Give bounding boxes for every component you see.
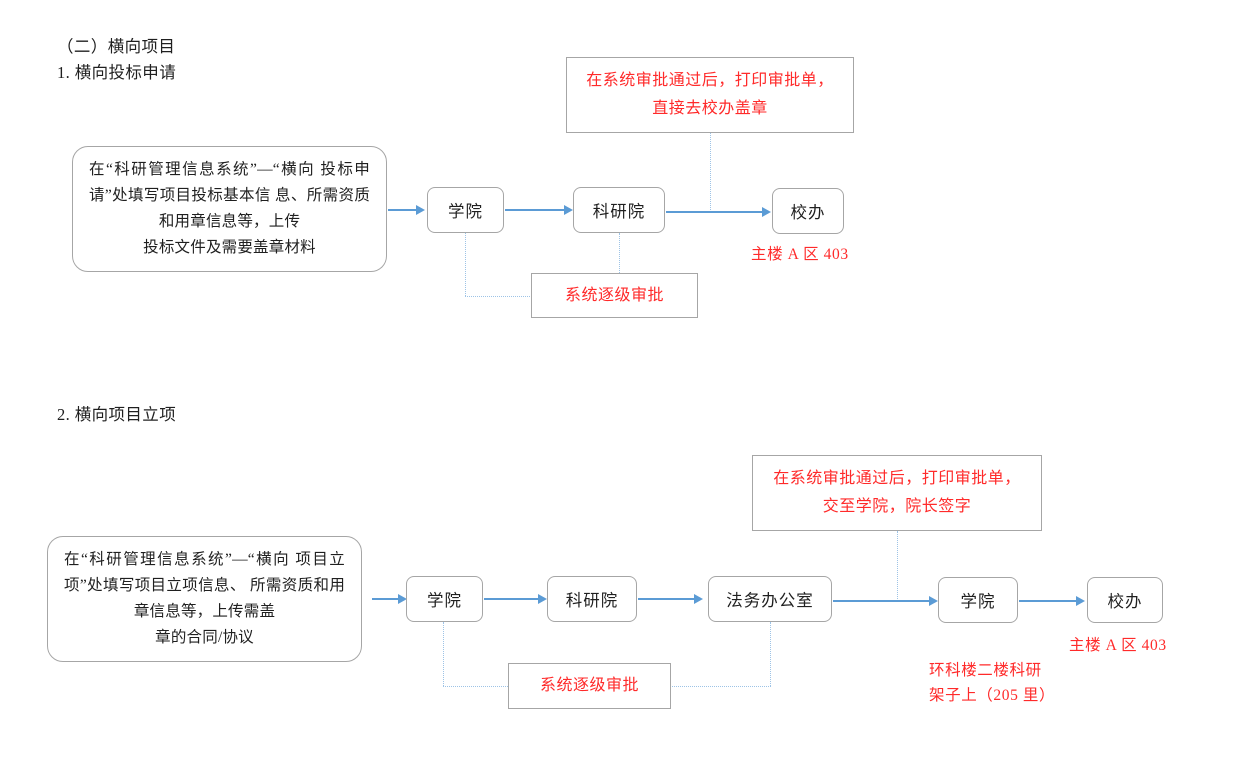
section-heading: （二）横向项目 bbox=[57, 37, 176, 56]
annotation-box-print-approval-2: 在系统审批通过后，打印审批单， 交至学院，院长签字 bbox=[752, 455, 1042, 531]
arrow-head-college-to-research-2 bbox=[538, 593, 547, 604]
flow-node-label: 科研院 bbox=[592, 202, 646, 221]
shelf-label-line-1: 环科楼二楼科研 bbox=[929, 662, 1042, 679]
capsule-line-4: 章的合同/协议 bbox=[155, 629, 254, 646]
flow-node-research-institute-1[interactable]: 科研院 bbox=[573, 187, 665, 233]
arrow-head-capsule-to-college-1 bbox=[416, 204, 425, 215]
flow-node-label: 科研院 bbox=[565, 591, 619, 610]
subsection-title-2: 2. 横向项目立项 bbox=[57, 405, 177, 424]
annotation-box-print-approval-1: 在系统审批通过后，打印审批单， 直接去校办盖章 bbox=[566, 57, 854, 133]
annotation-line-1: 在系统审批通过后，打印审批单， bbox=[586, 72, 834, 89]
capsule-line-2: 投标申请”处填写项目投标基本信 bbox=[89, 161, 370, 204]
flow-node-label: 学院 bbox=[427, 591, 462, 610]
dotted-college-right-2 bbox=[443, 686, 508, 687]
arrow-capsule-to-college-2 bbox=[372, 598, 400, 600]
dotted-legal-down-2 bbox=[770, 622, 771, 686]
flow-node-school-office-2[interactable]: 校办 bbox=[1087, 577, 1163, 623]
shelf-location-label: 环科楼二楼科研 架子上（205 里） bbox=[929, 658, 1055, 708]
flow-node-label: 法务办公室 bbox=[726, 591, 814, 610]
annotation-line-1: 在系统审批通过后，打印审批单， bbox=[773, 470, 1021, 487]
arrow-college-to-research-1 bbox=[505, 209, 567, 211]
annotation-line-2: 交至学院，院长签字 bbox=[822, 498, 972, 515]
flow-node-college-1[interactable]: 学院 bbox=[427, 187, 504, 233]
review-box-label: 系统逐级审批 bbox=[564, 286, 664, 304]
annotation-line-2: 直接去校办盖章 bbox=[652, 100, 768, 117]
flow-node-school-office-1[interactable]: 校办 bbox=[772, 188, 844, 234]
location-label-1: 主楼 A 区 403 bbox=[751, 246, 849, 263]
flow-node-college-2a[interactable]: 学院 bbox=[406, 576, 483, 622]
subsection-title-1: 1. 横向投标申请 bbox=[57, 63, 177, 82]
arrow-head-college-to-school-office-2 bbox=[1076, 595, 1085, 606]
arrow-research-to-school-office-1 bbox=[666, 211, 766, 213]
flow-node-college-2b[interactable]: 学院 bbox=[938, 577, 1018, 623]
capsule-line-4: 投标文件及需要盖章材料 bbox=[143, 239, 316, 256]
location-label-2: 主楼 A 区 403 bbox=[1069, 637, 1167, 654]
dotted-connector-annotation-2 bbox=[897, 531, 898, 599]
arrow-head-college-to-research-1 bbox=[564, 204, 573, 215]
arrow-research-to-legal-2 bbox=[638, 598, 697, 600]
description-capsule-1: 在“科研管理信息系统”—“横向 投标申请”处填写项目投标基本信 息、所需资质和用… bbox=[72, 146, 387, 272]
arrow-legal-to-college-2 bbox=[833, 600, 933, 602]
flow-node-label: 学院 bbox=[960, 592, 996, 611]
dotted-college-down-1 bbox=[465, 233, 466, 296]
arrow-capsule-to-college-1 bbox=[388, 209, 418, 211]
dotted-connector-annotation-1 bbox=[710, 133, 711, 212]
capsule-line-1: 在“科研管理信息系统”—“横向 bbox=[64, 551, 291, 568]
dotted-college-right-1 bbox=[465, 296, 532, 297]
shelf-label-line-2: 架子上（205 里） bbox=[929, 687, 1056, 704]
capsule-line-2: 项目立项”处填写项目立项信息、 bbox=[64, 551, 345, 594]
flow-node-label: 校办 bbox=[1107, 592, 1143, 611]
review-box-2: 系统逐级审批 bbox=[508, 663, 671, 709]
arrow-head-research-to-school-office-1 bbox=[762, 206, 771, 217]
review-box-1: 系统逐级审批 bbox=[531, 273, 698, 318]
dotted-legal-left-2 bbox=[670, 686, 771, 687]
flow-node-label: 校办 bbox=[790, 203, 826, 222]
capsule-line-3: 所需资质和用章信息等，上传需盖 bbox=[133, 577, 346, 620]
arrow-college-to-school-office-2 bbox=[1019, 600, 1079, 602]
review-box-label: 系统逐级审批 bbox=[539, 677, 639, 694]
arrow-head-legal-to-college-2 bbox=[929, 595, 938, 606]
description-capsule-2: 在“科研管理信息系统”—“横向 项目立项”处填写项目立项信息、 所需资质和用章信… bbox=[47, 536, 362, 662]
dotted-college-down-2 bbox=[443, 622, 444, 686]
capsule-line-1: 在“科研管理信息系统”—“横向 bbox=[89, 161, 316, 178]
arrow-college-to-research-2 bbox=[484, 598, 541, 600]
arrow-head-research-to-legal-2 bbox=[694, 593, 703, 604]
flow-node-research-institute-2[interactable]: 科研院 bbox=[547, 576, 637, 622]
arrow-head-capsule-to-college-2 bbox=[398, 593, 407, 604]
flow-node-label: 学院 bbox=[448, 202, 483, 221]
capsule-line-3: 息、所需资质和用章信息等，上传 bbox=[158, 187, 371, 230]
flow-node-legal-office-2[interactable]: 法务办公室 bbox=[708, 576, 832, 622]
dotted-research-down-1 bbox=[619, 233, 620, 273]
